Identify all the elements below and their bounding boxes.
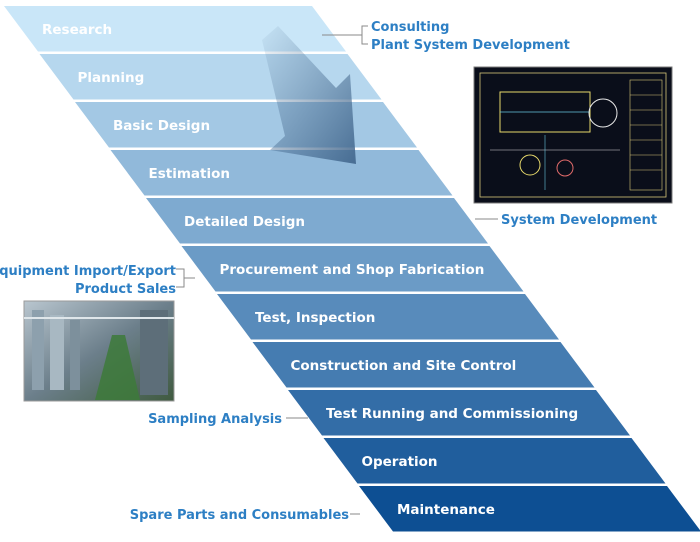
equipment-import-export-label: Equipment Import/Export	[0, 264, 176, 279]
product-sales-label: Product Sales	[75, 282, 176, 297]
sampling-analysis-label: Sampling Analysis	[148, 412, 282, 427]
step-band	[359, 486, 700, 532]
step-label: Estimation	[149, 166, 230, 182]
step-band	[4, 6, 346, 52]
step-label: Operation	[362, 454, 438, 470]
step-band	[217, 294, 559, 340]
down-right-arrow-icon	[262, 26, 356, 164]
step-label: Construction and Site Control	[291, 358, 517, 374]
step-band	[252, 342, 595, 388]
step-label: Maintenance	[397, 502, 495, 518]
step-band	[323, 438, 666, 484]
step-label: Test Running and Commissioning	[326, 406, 578, 422]
consulting-label: Consulting	[371, 20, 449, 35]
step-label: Procurement and Shop Fabrication	[220, 262, 485, 278]
step-label: Basic Design	[113, 118, 210, 134]
step-label: Test, Inspection	[255, 310, 375, 326]
step-band	[181, 246, 524, 292]
step-band	[110, 150, 453, 196]
step-label: Research	[42, 22, 112, 38]
system-development-label: System Development	[501, 213, 657, 228]
connector-consulting	[322, 25, 368, 45]
plant-system-development-label: Plant System Development	[371, 38, 570, 53]
step-band	[288, 390, 630, 436]
spare-parts-label: Spare Parts and Consumables	[130, 508, 350, 523]
step-band	[146, 198, 488, 244]
step-label: Detailed Design	[184, 214, 305, 230]
connector-equipment	[176, 268, 195, 288]
step-label: Planning	[78, 70, 145, 86]
plant-interior-photo	[23, 300, 175, 402]
cad-drawing-photo	[473, 66, 673, 204]
